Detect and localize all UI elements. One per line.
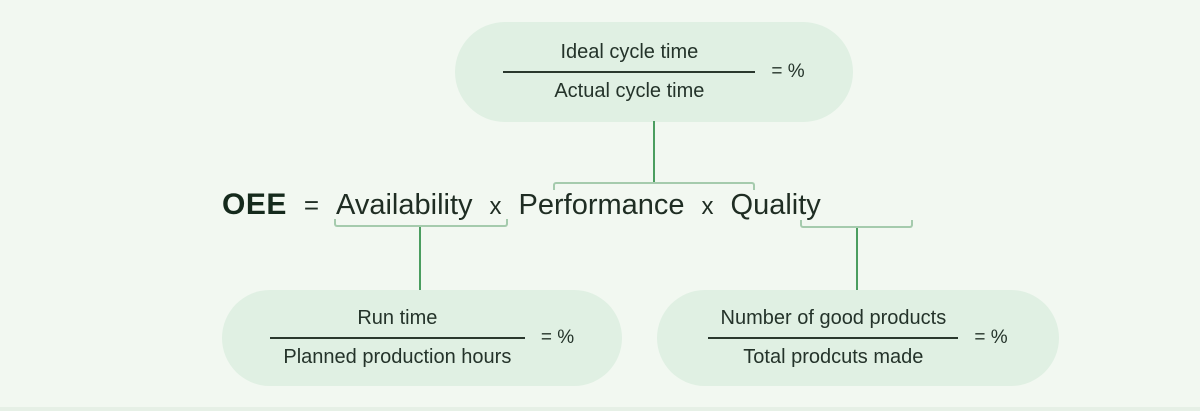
bottom-edge-strip xyxy=(0,407,1200,411)
availability-formula-card: Run time Planned production hours = % xyxy=(222,290,622,386)
availability-denominator: Planned production hours xyxy=(283,346,512,368)
availability-numerator: Run time xyxy=(357,307,438,329)
oee-formula-row: OEE = Availability x Performance x Quali… xyxy=(222,188,821,222)
quality-connector-line xyxy=(856,228,858,291)
performance-denominator: Actual cycle time xyxy=(554,80,705,102)
fraction-line xyxy=(708,337,959,339)
multiply-sign: x xyxy=(701,193,714,220)
performance-formula-card: Ideal cycle time Actual cycle time = % xyxy=(455,22,853,122)
equals-sign: = xyxy=(303,190,320,220)
performance-connector-line xyxy=(653,121,655,183)
oee-label: OEE xyxy=(222,188,287,221)
quality-term: Quality xyxy=(730,189,821,221)
fraction-line xyxy=(269,337,525,339)
quality-numerator: Number of good products xyxy=(720,307,947,329)
quality-equals-percent: = % xyxy=(974,327,1008,348)
availability-term: Availability xyxy=(336,189,473,221)
fraction-line xyxy=(503,71,756,73)
quality-formula-card: Number of good products Total prodcuts m… xyxy=(657,290,1059,386)
availability-fraction: Run time Planned production hours xyxy=(269,307,525,369)
availability-equals-percent: = % xyxy=(540,327,575,348)
performance-equals-percent: = % xyxy=(771,61,805,82)
availability-bracket xyxy=(334,219,508,227)
performance-bracket xyxy=(553,182,755,190)
performance-numerator: Ideal cycle time xyxy=(560,41,699,63)
quality-denominator: Total prodcuts made xyxy=(743,346,924,368)
availability-connector-line xyxy=(419,227,421,291)
multiply-sign: x xyxy=(489,193,502,220)
quality-fraction: Number of good products Total prodcuts m… xyxy=(708,307,959,369)
quality-bracket xyxy=(800,220,913,228)
performance-fraction: Ideal cycle time Actual cycle time xyxy=(503,41,756,103)
performance-term: Performance xyxy=(518,189,685,221)
